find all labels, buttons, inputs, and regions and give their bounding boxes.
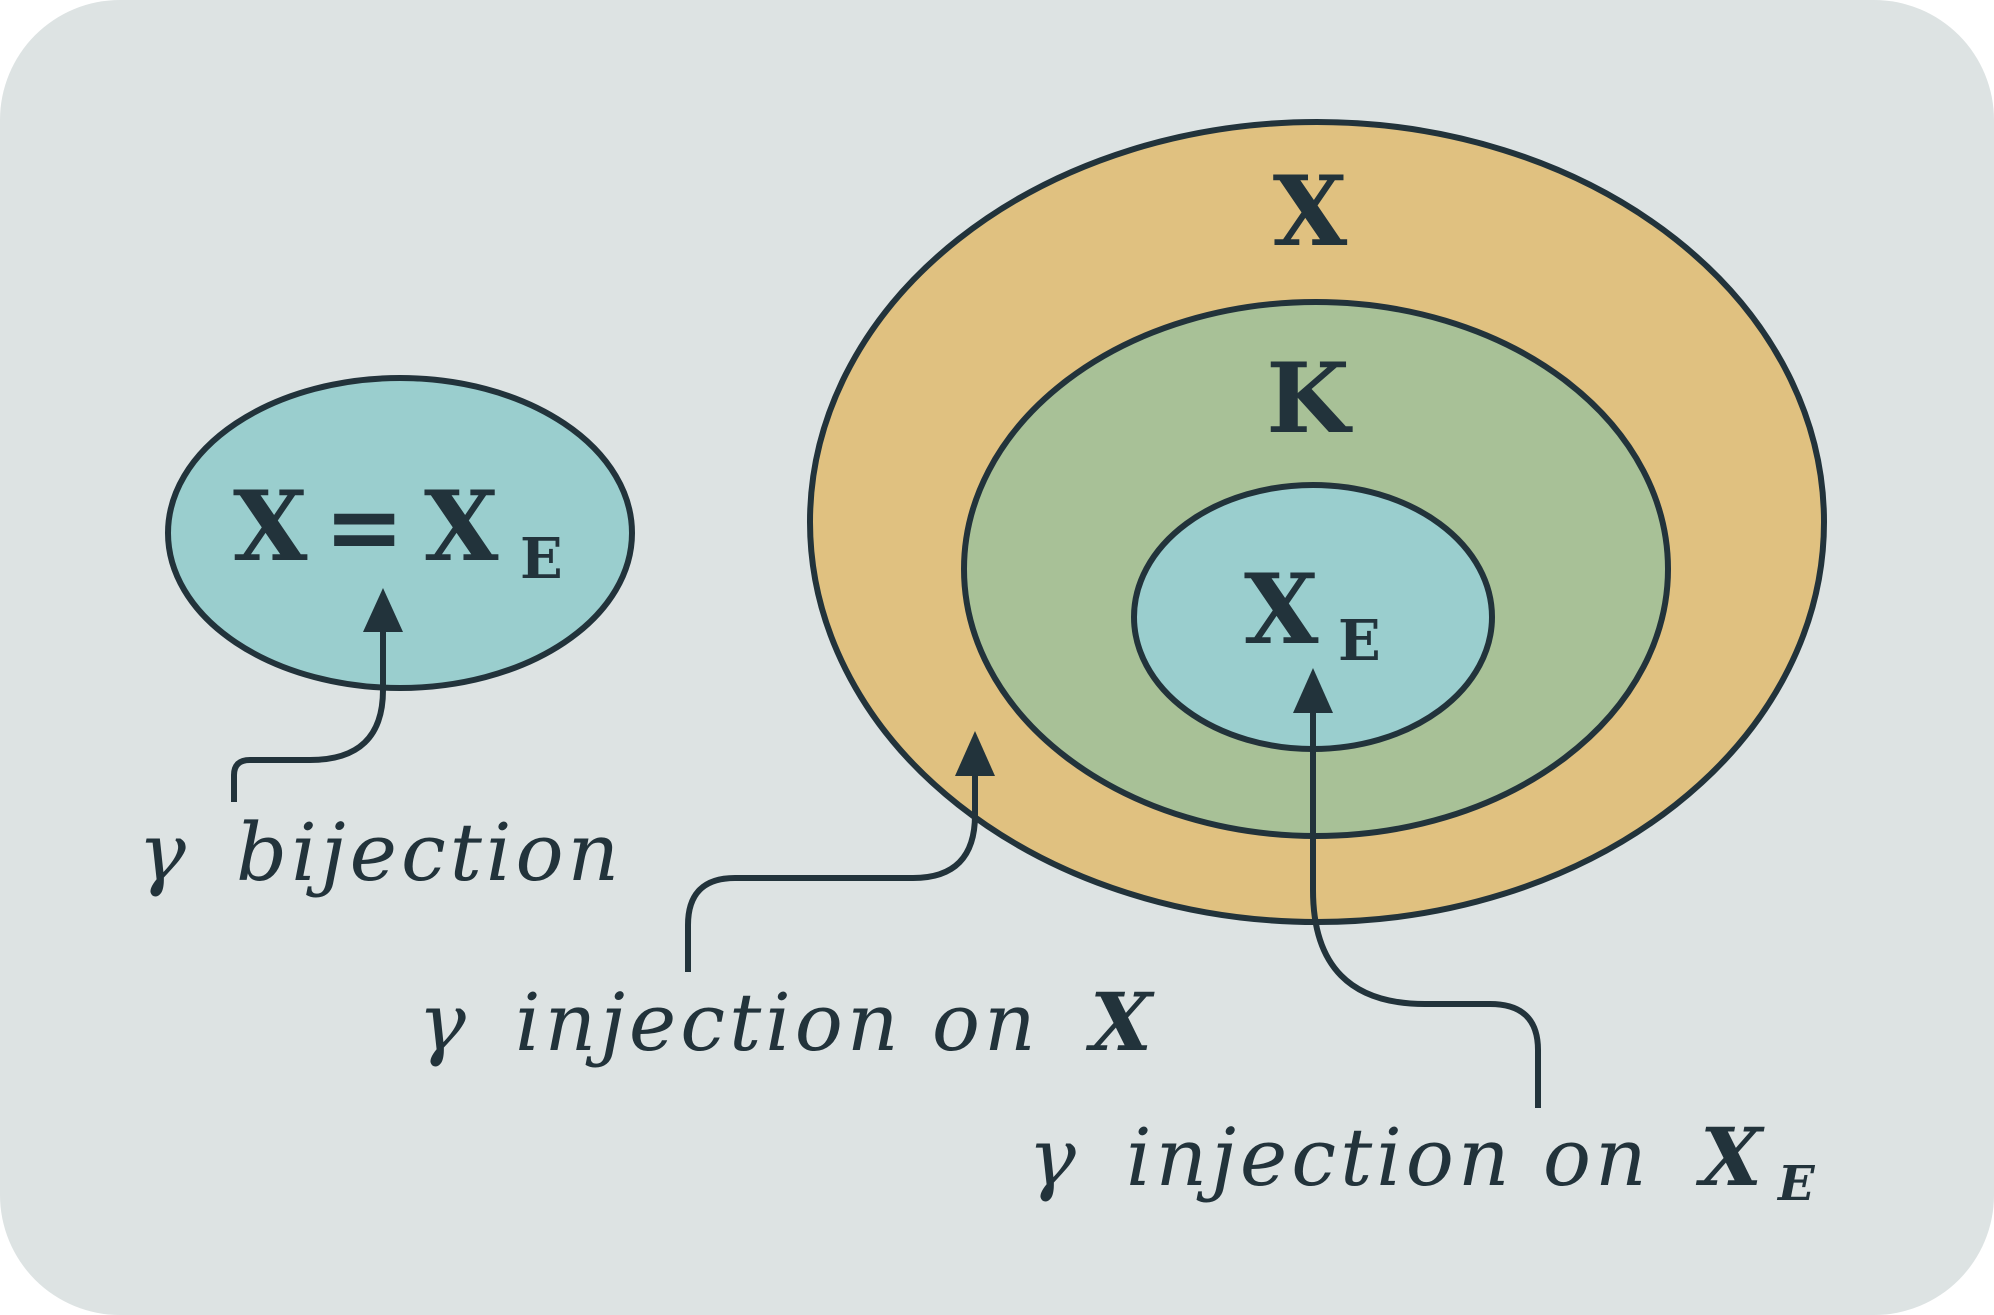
bijection-caption-text: bijection	[236, 806, 623, 899]
injection-xe-arrowhead	[1293, 668, 1333, 713]
injection-xe-caption-subscript: E	[1776, 1156, 1819, 1212]
bijection-caption-gamma: γ	[138, 806, 190, 899]
inner-set-label: X	[1244, 553, 1319, 666]
bijection-arrowhead	[363, 588, 403, 632]
injection-xe-caption-text: injection on	[1126, 1111, 1651, 1204]
outer-set-label: X	[1273, 155, 1348, 268]
inner-set-subscript: E	[1338, 608, 1381, 674]
injection-x-arrowhead	[955, 731, 995, 776]
injection-x-caption-gamma: γ	[418, 976, 470, 1069]
injection-xe-caption-set: X	[1695, 1110, 1766, 1204]
left-rhs-label: X	[424, 470, 499, 583]
left-equals-sign: =	[324, 470, 404, 583]
set-x-equals-xe	[165, 375, 635, 691]
right-group: X K X E γ injection on X γ injection on …	[418, 119, 1827, 1212]
left-rhs-subscript: E	[520, 526, 563, 592]
left-group: X = X E γ bijection	[138, 375, 635, 899]
injection-x-caption-set: X	[1085, 975, 1156, 1069]
injection-xe-caption-gamma: γ	[1028, 1111, 1080, 1204]
injection-xe-connector	[1310, 710, 1541, 1108]
bijection-connector	[231, 628, 386, 802]
injection-x-caption-text: injection on	[515, 976, 1040, 1069]
left-lhs-label: X	[233, 470, 308, 583]
injection-x-connector	[685, 772, 978, 972]
middle-set-label: K	[1266, 342, 1353, 455]
